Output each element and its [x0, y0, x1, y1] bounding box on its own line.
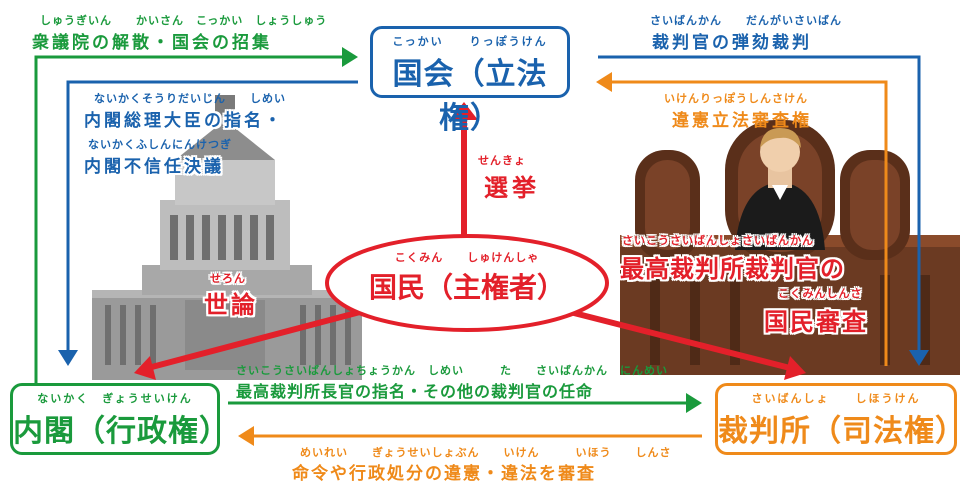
people-to-court-label-2: 国民審査 [764, 308, 868, 336]
court-title: 裁判所（司法権） [718, 414, 964, 449]
cabinet-to-court-arrow [228, 393, 702, 413]
diet-to-cabinet-label-1: 内閣総理大臣の指名・ [84, 111, 284, 131]
diet-to-court-ruby: さいばんかん だんがいさいばん [650, 14, 842, 27]
diet-to-cabinet-arrow [58, 80, 358, 366]
diet-to-cabinet-label-2: 内閣不信任決議 [84, 157, 224, 177]
cabinet-to-court-ruby: さいこうさいばんしょちょうかん しめい た さいばんかん にんめい [236, 364, 668, 377]
people-to-cabinet-arrow [134, 309, 361, 380]
people-to-court-arrow [569, 309, 806, 380]
diet-building-illustration [92, 95, 362, 380]
diet-node: こっかい りっぽうけん 国会（立法権） [370, 26, 570, 136]
cabinet-to-court-label: 最高裁判所長官の指名・その他の裁判官の任命 [236, 382, 594, 401]
court-to-diet-label: 違憲立法審査権 [672, 111, 812, 131]
people-title: 国民（主権者） [368, 271, 565, 304]
cabinet-node: ないかく ぎょうせいけん 内閣（行政権） [10, 383, 230, 455]
diet-to-cabinet-ruby-2: ないかくふしんにんけつぎ [88, 138, 232, 151]
court-node: さいばんしょ しほうけん 裁判所（司法権） [715, 383, 964, 455]
diet-to-court-arrow [598, 55, 929, 366]
court-ruby: さいばんしょ しほうけん [751, 392, 921, 405]
people-ellipse [325, 234, 609, 332]
cabinet-ruby: ないかく ぎょうせいけん [37, 392, 193, 405]
court-to-diet-ruby: いけんりっぽうしんさけん [664, 92, 808, 105]
court-to-cabinet-arrow [238, 426, 702, 446]
court-to-cabinet-label: 命令や行政処分の違憲・違法を審査 [292, 464, 596, 484]
cabinet-to-diet-ruby: しゅうぎいん かいさん こっかい しょうしゅう [40, 14, 328, 27]
people-to-court-ruby-2: こくみんしんさ [778, 287, 863, 300]
diet-to-court-label: 裁判官の弾劾裁判 [652, 33, 812, 53]
diet-title: 国会（立法権） [392, 57, 548, 136]
cabinet-to-diet-arrow [34, 47, 358, 390]
people-to-diet-arrow [450, 102, 478, 242]
people-to-diet-label: 選挙 [484, 174, 540, 202]
cabinet-to-diet-label: 衆議院の解散・国会の招集 [32, 33, 272, 53]
people-to-cabinet-ruby: せろん [210, 272, 246, 285]
court-to-diet-arrow [596, 72, 888, 366]
people-to-cabinet-label: 世論 [204, 291, 258, 319]
people-to-court-label-1: 最高裁判所裁判官の [620, 255, 845, 283]
cabinet-title: 内閣（行政権） [13, 414, 230, 449]
diet-to-cabinet-ruby-1: ないかくそうりだいじん しめい [94, 92, 286, 105]
diet-ruby: こっかい りっぽうけん [392, 35, 548, 48]
court-to-cabinet-ruby: めいれい ぎょうせいしょぶん いけん いほう しんさ [300, 446, 672, 459]
people-ruby: こくみん しゅけんしゃ [394, 251, 540, 264]
people-to-court-ruby-1: さいこうさいばんしょさいばんかん [622, 234, 814, 247]
people-to-diet-ruby: せんきょ [478, 154, 526, 167]
